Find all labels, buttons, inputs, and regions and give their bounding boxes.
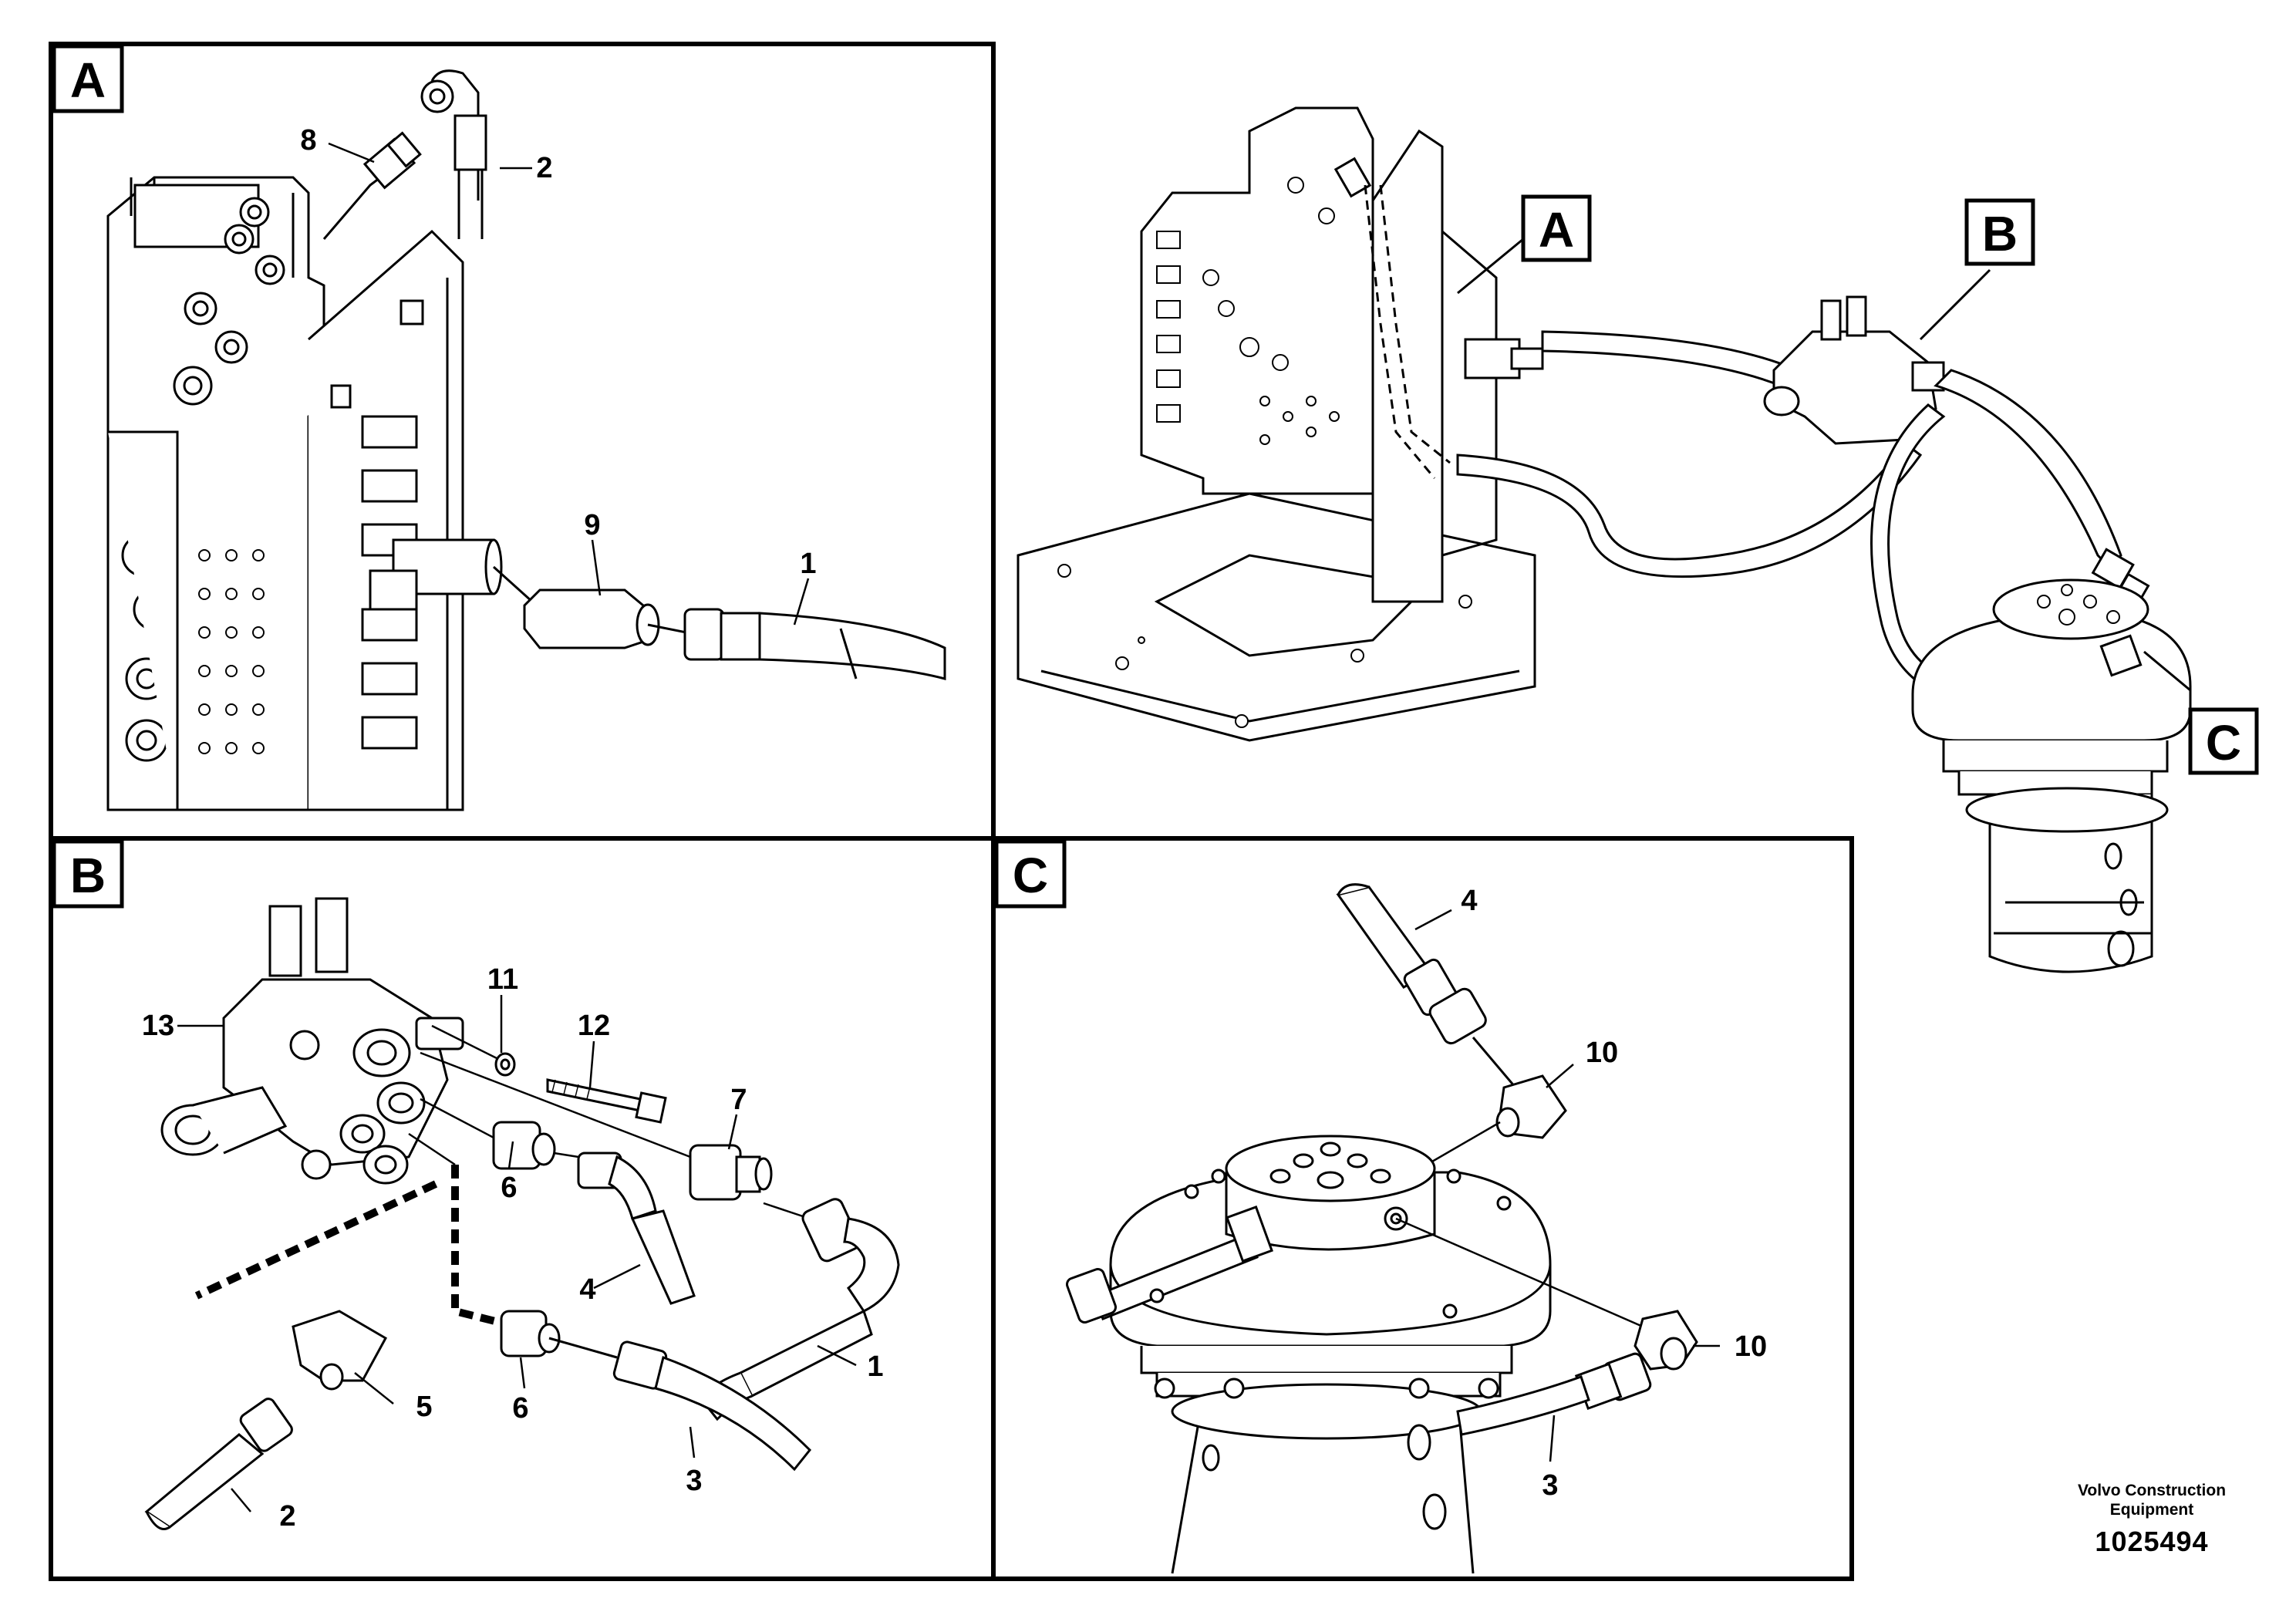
callout-a-8: 8	[300, 124, 316, 157]
overview-swivel-body	[1988, 794, 2153, 973]
item-6-adapter-lower	[500, 1310, 561, 1357]
item-9-union	[492, 565, 687, 649]
callout-b-5: 5	[416, 1391, 432, 1423]
overview-hose-4	[1934, 369, 2122, 569]
item-3-hose-b	[548, 1337, 812, 1472]
panel-b-connection-lines	[408, 1024, 811, 1220]
callout-a-1: 1	[800, 548, 816, 580]
panel-c-label: C	[1013, 848, 1048, 903]
item-4-hose-c	[1336, 883, 1487, 1045]
overview-label-b: B	[1982, 206, 2018, 261]
overview-assembly	[1017, 106, 2259, 973]
callout-b-2: 2	[279, 1500, 295, 1533]
item-7-adapter	[689, 1144, 773, 1201]
overview-label-c: C	[2206, 715, 2241, 771]
callout-b-11: 11	[487, 963, 518, 996]
overview-label-b-box	[1964, 198, 2035, 266]
item-1-hose	[683, 608, 946, 680]
item-2-hose	[420, 69, 487, 239]
item-6-adapter-upper	[492, 1121, 556, 1170]
overview-hose-3	[1456, 441, 1923, 578]
manufacturer-block: Volvo Construction Equipment 1025494	[2036, 1481, 2267, 1558]
callout-b-3: 3	[686, 1465, 702, 1497]
panel-b-dashed-paths	[194, 1165, 503, 1327]
panel-b-label-box	[52, 839, 124, 909]
control-valve-block-drawing	[106, 176, 503, 811]
callout-c-4: 4	[1461, 885, 1477, 917]
callout-b-6-lower: 6	[512, 1392, 528, 1425]
panel-b: B	[49, 836, 996, 1581]
panel-b-label: B	[70, 848, 106, 903]
callout-b-7: 7	[730, 1084, 747, 1116]
overview-label-a: A	[1539, 202, 1574, 258]
panel-c-label-box	[994, 839, 1067, 909]
panel-a: A	[49, 42, 996, 841]
callout-b-12: 12	[578, 1010, 610, 1042]
panel-c: C	[991, 836, 1854, 1581]
callout-b-1: 1	[867, 1351, 883, 1383]
item-3-hose-c	[1456, 1352, 1652, 1436]
panel-a-callouts	[328, 142, 810, 626]
item-1-hose-elbow	[700, 1198, 900, 1421]
callout-b-6-upper: 6	[501, 1172, 517, 1204]
item-12-bolt	[546, 1078, 667, 1124]
panel-a-label-box	[52, 44, 124, 113]
item-10-elbow-upper	[1472, 1037, 1567, 1139]
item-10-elbow-lower	[1395, 1217, 1698, 1371]
manufacturer-name: Volvo Construction	[2077, 1482, 2227, 1499]
callout-b-4: 4	[579, 1273, 595, 1306]
callout-c-10-upper: 10	[1586, 1037, 1618, 1069]
panel-a-label: A	[70, 52, 106, 108]
connection-line-upper	[1426, 1121, 1501, 1166]
overview-label-c-box	[2188, 707, 2259, 775]
item-11-washer	[494, 1052, 516, 1077]
swivel-joint-drawing	[1066, 1135, 1552, 1574]
callout-b-13: 13	[142, 1010, 174, 1042]
item-8-adapter	[322, 131, 422, 240]
overview-label-a-box	[1521, 194, 1592, 262]
callout-a-2: 2	[536, 152, 552, 184]
panel-c-callouts	[1414, 909, 1720, 1462]
manufacturer-name-line2: Equipment	[2109, 1501, 2194, 1519]
item-2-hose-lower	[144, 1398, 293, 1530]
drawing-number: 1025494	[2095, 1526, 2209, 1557]
callout-c-3: 3	[1542, 1469, 1558, 1502]
overview-valve-block	[1140, 106, 1374, 495]
panel-b-callouts	[177, 995, 857, 1512]
item-4-hose	[577, 1152, 696, 1305]
item-5-elbow	[292, 1310, 388, 1391]
callout-a-9: 9	[584, 509, 600, 541]
callout-c-10-lower: 10	[1735, 1330, 1767, 1363]
item-13-shuttle-valve	[160, 897, 464, 1185]
